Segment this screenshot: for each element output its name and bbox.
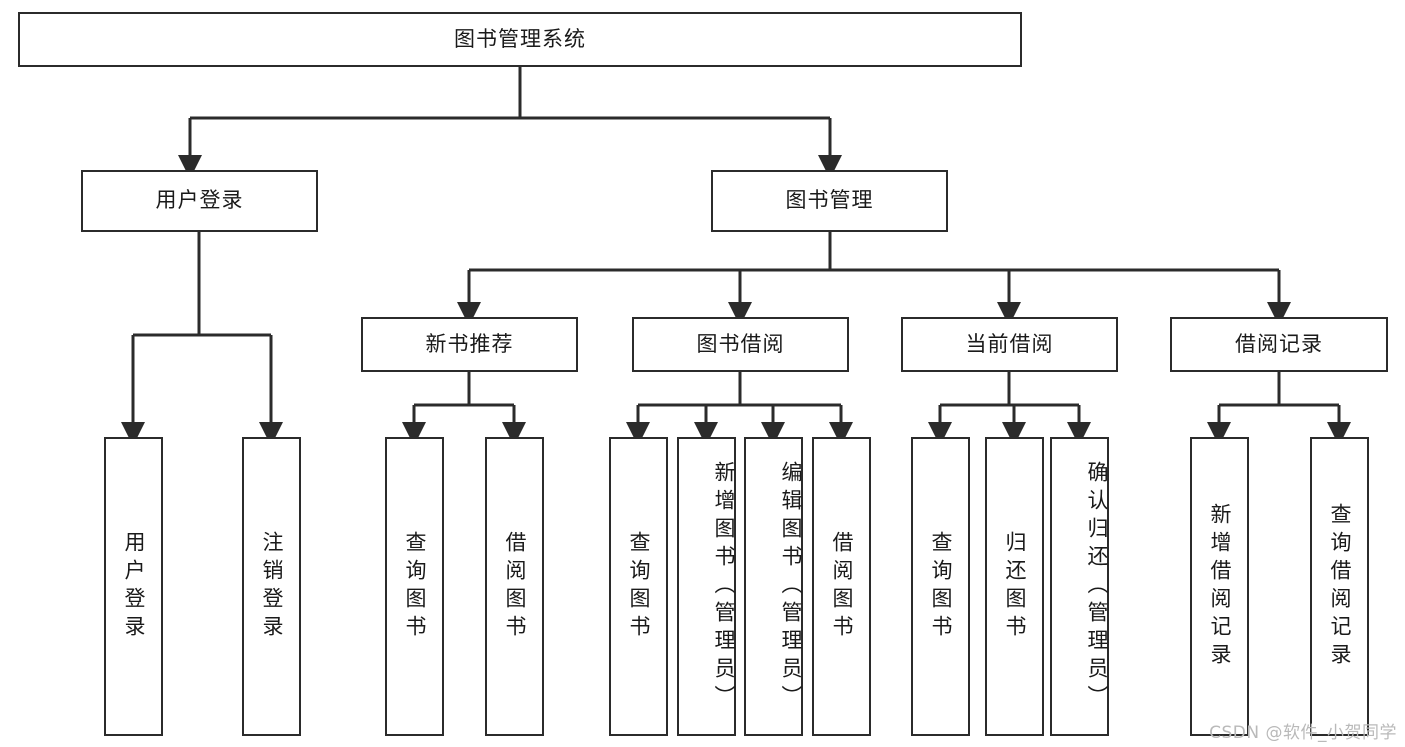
node-current-borrow-label: 当前借阅 — [965, 331, 1054, 356]
leaf-label: 查询图书 — [627, 530, 651, 643]
node-new-book-recommend-label: 新书推荐 — [425, 331, 514, 356]
node-book-borrow[interactable]: 图书借阅 — [632, 317, 849, 372]
leaf-confirm-return-admin[interactable]: 确认归还（管理员） — [1050, 437, 1109, 736]
leaf-label: 确认归还（管理员） — [1085, 460, 1109, 713]
node-root[interactable]: 图书管理系统 — [18, 12, 1022, 67]
leaf-label: 查询图书 — [403, 530, 427, 643]
node-borrow-records[interactable]: 借阅记录 — [1170, 317, 1388, 372]
leaf-label: 归还图书 — [1003, 530, 1027, 643]
leaf-edit-book-admin[interactable]: 编辑图书（管理员） — [744, 437, 803, 736]
leaf-borrow-books-bw[interactable]: 借阅图书 — [812, 437, 871, 736]
leaf-label: 查询图书 — [929, 530, 953, 643]
leaf-add-borrow-record[interactable]: 新增借阅记录 — [1190, 437, 1249, 736]
leaf-add-book-admin[interactable]: 新增图书（管理员） — [677, 437, 736, 736]
leaf-search-borrow-record[interactable]: 查询借阅记录 — [1310, 437, 1369, 736]
leaf-user-login[interactable]: 用户登录 — [104, 437, 163, 736]
leaf-label: 注销登录 — [260, 530, 284, 643]
node-book-management-label: 图书管理 — [785, 188, 874, 213]
csdn-watermark: CSDN @软件_小贺同学 — [1209, 723, 1397, 743]
node-current-borrow[interactable]: 当前借阅 — [901, 317, 1118, 372]
leaf-label: 编辑图书（管理员） — [779, 460, 803, 713]
leaf-label: 用户登录 — [122, 530, 146, 643]
leaf-search-books-nb[interactable]: 查询图书 — [385, 437, 444, 736]
leaf-label: 新增借阅记录 — [1208, 502, 1232, 671]
leaf-label: 借阅图书 — [830, 530, 854, 643]
leaf-label: 查询借阅记录 — [1328, 502, 1352, 671]
leaf-search-books-bw[interactable]: 查询图书 — [609, 437, 668, 736]
node-user-login[interactable]: 用户登录 — [81, 170, 318, 232]
leaf-search-books-cb[interactable]: 查询图书 — [911, 437, 970, 736]
leaf-label: 借阅图书 — [503, 530, 527, 643]
leaf-borrow-books-nb[interactable]: 借阅图书 — [485, 437, 544, 736]
node-book-management[interactable]: 图书管理 — [711, 170, 948, 232]
leaf-label: 新增图书（管理员） — [712, 460, 736, 713]
node-new-book-recommend[interactable]: 新书推荐 — [361, 317, 578, 372]
node-borrow-records-label: 借阅记录 — [1235, 331, 1323, 356]
leaf-return-books[interactable]: 归还图书 — [985, 437, 1044, 736]
node-book-borrow-label: 图书借阅 — [696, 331, 785, 356]
node-user-login-label: 用户登录 — [155, 188, 244, 213]
leaf-logout[interactable]: 注销登录 — [242, 437, 301, 736]
node-root-label: 图书管理系统 — [454, 26, 586, 51]
